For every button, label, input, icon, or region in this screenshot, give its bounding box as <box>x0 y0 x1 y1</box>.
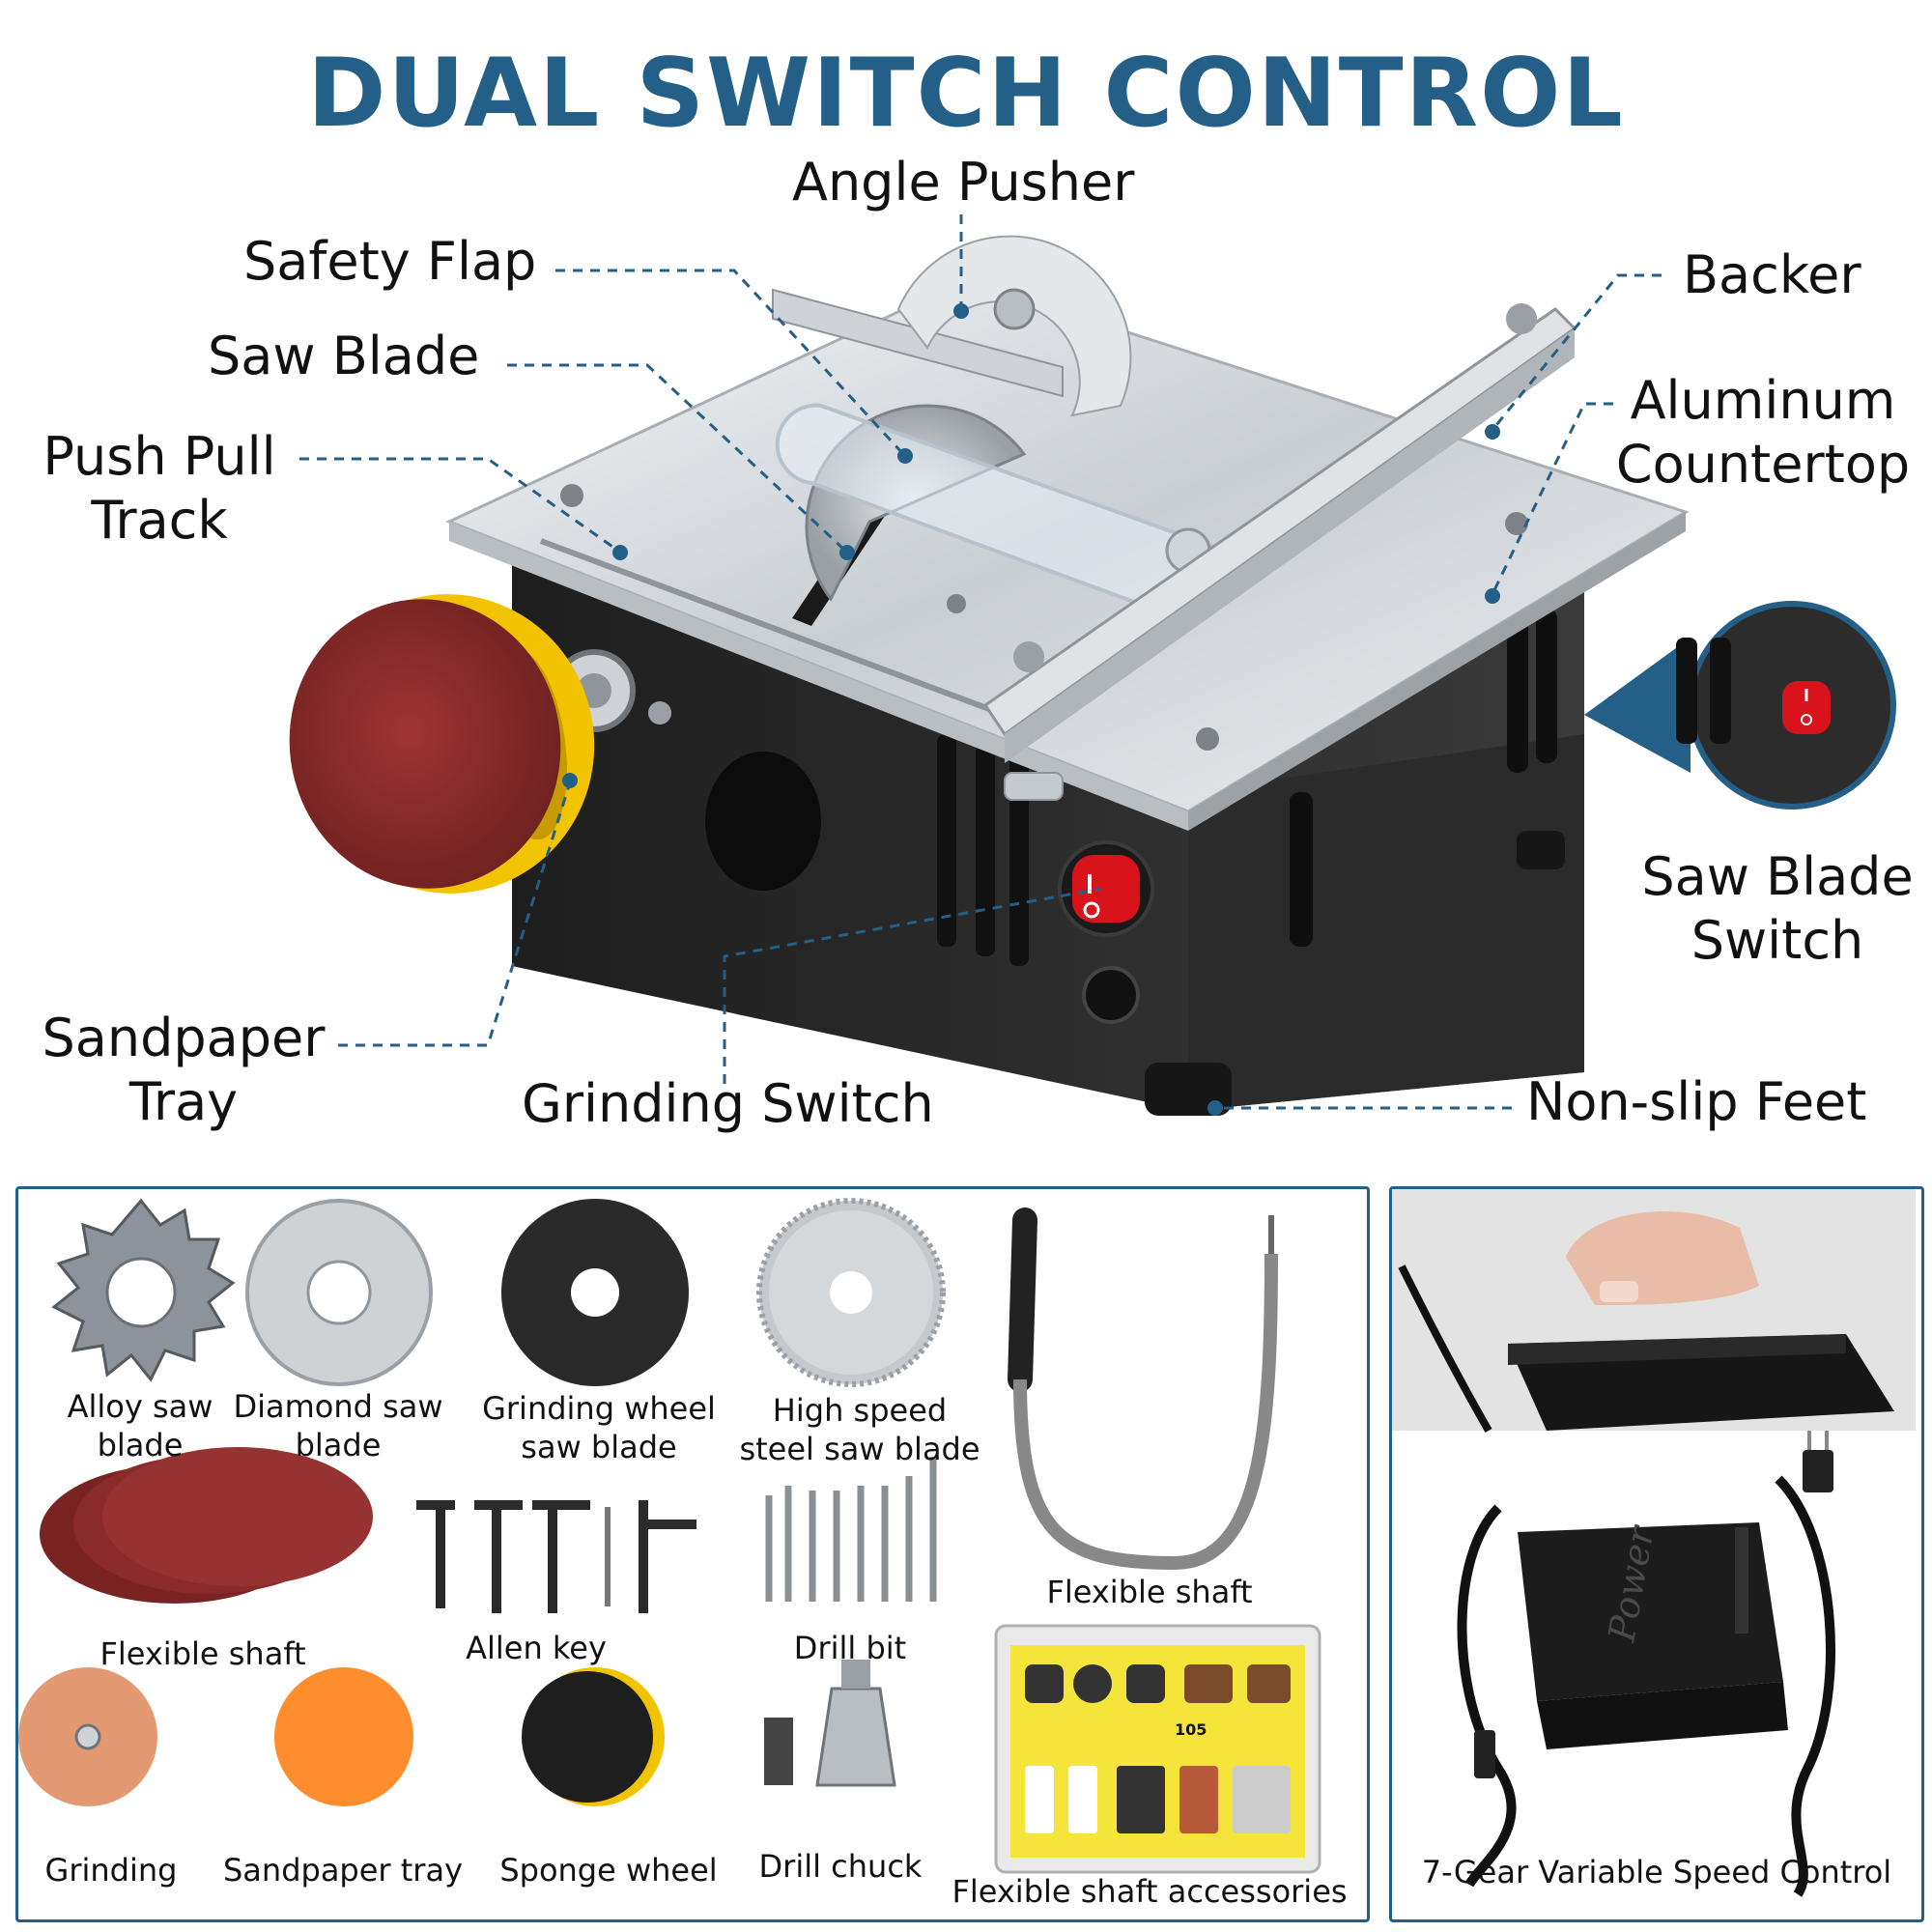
acc-label-grinding: Grinding <box>44 1852 178 1889</box>
acc-label-diamond: Diamond saw blade <box>227 1387 449 1464</box>
acc-label-sponge-wheel: Sponge wheel <box>499 1852 718 1889</box>
acc-label-hss-line1: High speed <box>772 1392 948 1429</box>
acc-label-alloy-line1: Alloy saw <box>67 1388 213 1425</box>
acc-label-hss: High speed steel saw blade <box>729 1391 990 1468</box>
power-adapter-illustration: Power <box>1392 1189 1916 1897</box>
acc-label-alloy-line2: blade <box>97 1427 184 1463</box>
drill-chuck-icon <box>764 1660 896 1787</box>
label-saw-blade: Saw Blade <box>208 326 480 386</box>
kit-box-text: 105 <box>1175 1720 1207 1739</box>
callout-dots <box>562 303 1500 1116</box>
sponge-wheel-icon <box>522 1667 665 1806</box>
acc-label-diamond-line1: Diamond saw <box>233 1388 443 1425</box>
drill-bits-icon <box>765 1457 937 1602</box>
label-backer: Backer <box>1683 244 1861 305</box>
acc-label-hss-line2: steel saw blade <box>739 1431 980 1467</box>
label-aluminum-countertop: Aluminum Countertop <box>1604 369 1922 497</box>
label-non-slip-feet: Non-slip Feet <box>1526 1071 1867 1132</box>
label-angle-pusher: Angle Pusher <box>792 152 1135 213</box>
flexible-shaft-icon <box>1008 1208 1278 1571</box>
acc-label-drill-chuck: Drill chuck <box>758 1848 923 1885</box>
page-title: DUAL SWITCH CONTROL <box>307 39 1625 149</box>
label-sandpaper-tray-line1: Sandpaper <box>42 1008 326 1068</box>
label-aluminum-countertop-line1: Aluminum <box>1630 370 1896 431</box>
acc-label-sandpaper-tray: Sandpaper tray <box>222 1852 463 1889</box>
alloy-saw-blade-icon <box>51 1198 236 1382</box>
acc-label-alloy: Alloy saw blade <box>58 1387 222 1464</box>
label-push-pull-track: Push Pull Track <box>39 425 280 553</box>
sponge-wheel-orange-icon <box>274 1667 413 1806</box>
sandpaper-disk <box>289 594 595 894</box>
label-saw-blade-switch-line2: Switch <box>1690 910 1864 971</box>
grinding-stone-icon <box>18 1667 157 1806</box>
allen-keys-icon <box>416 1500 696 1613</box>
label-sandpaper-tray-line2: Tray <box>128 1071 239 1132</box>
label-sandpaper-tray: Sandpaper Tray <box>39 1007 328 1134</box>
acc-label-grinding-wheel-line1: Grinding wheel <box>482 1390 716 1427</box>
callout-leader-lines <box>299 214 1662 1110</box>
label-push-pull-track-line2: Track <box>91 490 228 551</box>
diamond-saw-blade-icon <box>245 1199 433 1386</box>
acc-label-flexible-shaft: Flexible shaft <box>1046 1574 1253 1610</box>
sandpaper-stack-icon <box>40 1447 373 1604</box>
acc-label-allen-key: Allen key <box>466 1630 607 1666</box>
table-saw-illustration <box>289 214 1896 1116</box>
label-saw-blade-switch: Saw Blade Switch <box>1633 845 1922 973</box>
grinding-switch <box>1058 840 1154 937</box>
label-safety-flap: Safety Flap <box>243 231 537 292</box>
acc-label-diamond-line2: blade <box>295 1427 382 1463</box>
acc-label-sandpaper-stack: Flexible shaft <box>99 1635 306 1672</box>
label-grinding-switch: Grinding Switch <box>522 1073 934 1134</box>
hss-saw-blade-icon <box>756 1198 946 1387</box>
label-aluminum-countertop-line2: Countertop <box>1615 434 1911 495</box>
angle-pusher <box>772 235 1132 417</box>
saw-blade-switch-inset <box>1584 601 1896 810</box>
acc-label-grinding-wheel-line2: saw blade <box>521 1429 677 1465</box>
label-push-pull-track-line1: Push Pull <box>43 426 276 487</box>
speed-control-photo <box>1392 1189 1916 1433</box>
accessories-illustrations: 105 <box>18 1198 1321 1874</box>
acc-label-grinding-wheel: Grinding wheel saw blade <box>473 1389 724 1466</box>
label-saw-blade-switch-line1: Saw Blade <box>1641 846 1914 907</box>
power-panel-label: 7-Gear Variable Speed Control <box>1421 1854 1892 1890</box>
power-adapter-body <box>1457 1431 1835 1897</box>
acc-label-drill-bit: Drill bit <box>793 1630 907 1666</box>
acc-label-flexible-shaft-accessories: Flexible shaft accessories <box>952 1873 1348 1910</box>
grinding-wheel-icon <box>501 1199 689 1386</box>
rotary-kit-icon <box>994 1624 1321 1874</box>
